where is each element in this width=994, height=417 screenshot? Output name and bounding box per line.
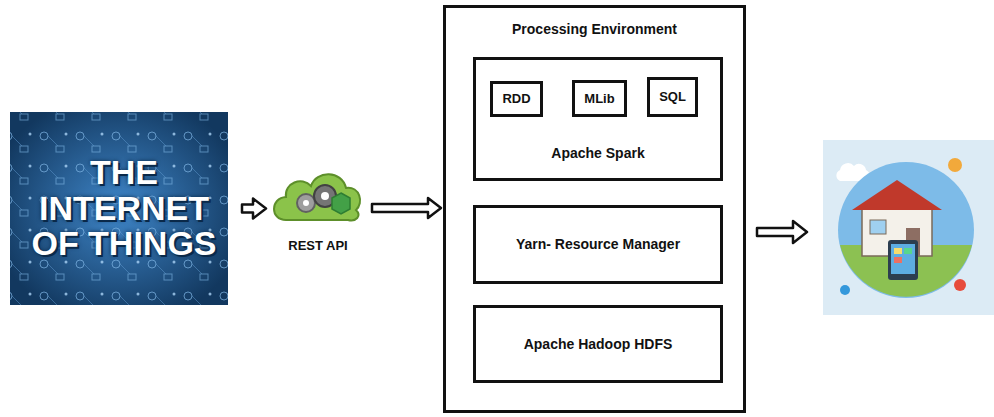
node-label: Apache Hadoop HDFS — [520, 336, 677, 353]
node-label: SQL — [655, 89, 690, 105]
output-arrow — [757, 221, 807, 243]
node-label: MLib — [580, 91, 618, 107]
flow-arrow — [242, 199, 266, 219]
node-label: REST API — [284, 238, 351, 254]
flow-arrow — [372, 198, 441, 218]
node-label: Apache Spark — [547, 145, 648, 162]
smart-home-picture — [823, 140, 994, 315]
framework-box: Apache Spark RDD MLib SQL — [473, 57, 723, 181]
module-box: MLib — [572, 80, 627, 117]
iot-picture-box: THE INTERNET OF THINGS — [10, 112, 238, 305]
node-label: Processing Environment — [508, 21, 681, 38]
cloud-icon — [274, 174, 360, 220]
node-label: Yarn- Resource Manager — [512, 236, 684, 253]
process-box: Yarn- Resource Manager — [473, 205, 723, 284]
picture-title: THE INTERNET OF THINGS — [10, 155, 238, 262]
process-box: Apache Hadoop HDFS — [473, 305, 723, 383]
module-box: SQL — [647, 77, 698, 117]
module-box: RDD — [490, 81, 543, 117]
environment-box: Processing EnvironmentApache Spark RDD MLi… — [443, 5, 746, 413]
api-icon-box: REST API — [268, 162, 368, 254]
node-label: RDD — [498, 91, 534, 107]
